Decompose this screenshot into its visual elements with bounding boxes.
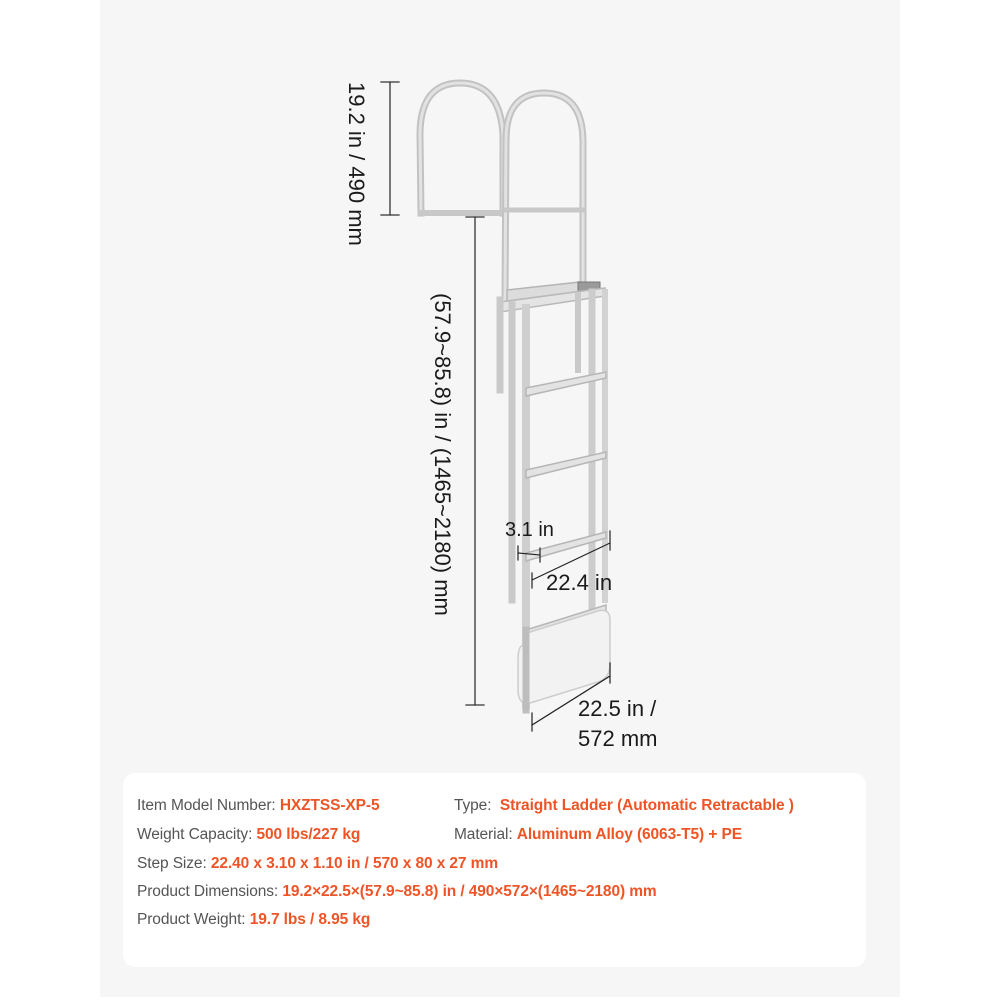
step-depth-dimension-line (517, 545, 541, 563)
spec-type-label: Type: (454, 797, 500, 814)
spec-model-value: HXZTSS-XP-5 (279, 797, 380, 814)
overall-width-label-line2: 572 mm (578, 726, 658, 751)
step-depth-label: 3.1 in (505, 519, 554, 541)
spec-capacity-value: 500 lbs/227 kg (256, 826, 361, 843)
ladder-height-dimension-line (465, 216, 485, 706)
spec-material-label: Material: (454, 826, 517, 843)
spec-dimensions-label: Product Dimensions: (137, 883, 283, 900)
spec-material-value: Aluminum Alloy (6063-T5) + PE (516, 826, 742, 843)
spec-dimensions: Product Dimensions: 19.2×22.5×(57.9~85.8… (137, 883, 657, 901)
ladder-height-label: (57.9~85.8) in / (1465~2180) mm (430, 293, 455, 616)
handrail-height-label: 19.2 in / 490 mm (344, 82, 369, 246)
overall-width-label-line1: 22.5 in / (578, 696, 657, 721)
spec-model: Item Model Number: HXZTSS-XP-5 (137, 797, 380, 815)
spec-weight-value: 19.7 lbs / 8.95 kg (249, 911, 371, 928)
spec-type: Type: Straight Ladder (Automatic Retract… (454, 797, 794, 815)
spec-step-size-value: 22.40 x 3.10 x 1.10 in / 570 x 80 x 27 m… (210, 855, 499, 872)
spec-type-value: Straight Ladder (Automatic Retractable ) (499, 797, 794, 814)
spec-step-size-label: Step Size: (137, 855, 211, 872)
spec-material: Material: Aluminum Alloy (6063-T5) + PE (454, 826, 742, 844)
spec-weight-label: Product Weight: (137, 911, 250, 928)
handrail-height-dimension-line (380, 81, 400, 216)
spec-dimensions-value: 19.2×22.5×(57.9~85.8) in / 490×572×(1465… (282, 883, 657, 900)
spec-capacity-label: Weight Capacity: (137, 826, 257, 843)
step-width-label: 22.4 in (546, 570, 613, 595)
overall-width-dimension-line (531, 662, 611, 732)
spec-card: Item Model Number: HXZTSS-XP-5 Type: Str… (123, 773, 866, 967)
spec-capacity: Weight Capacity: 500 lbs/227 kg (137, 826, 360, 844)
ladder-illustration (380, 79, 611, 732)
step-width-dimension-line (531, 530, 611, 589)
spec-weight: Product Weight: 19.7 lbs / 8.95 kg (137, 911, 370, 929)
spec-model-label: Item Model Number: (137, 797, 280, 814)
spec-step-size: Step Size: 22.40 x 3.10 x 1.10 in / 570 … (137, 855, 498, 873)
